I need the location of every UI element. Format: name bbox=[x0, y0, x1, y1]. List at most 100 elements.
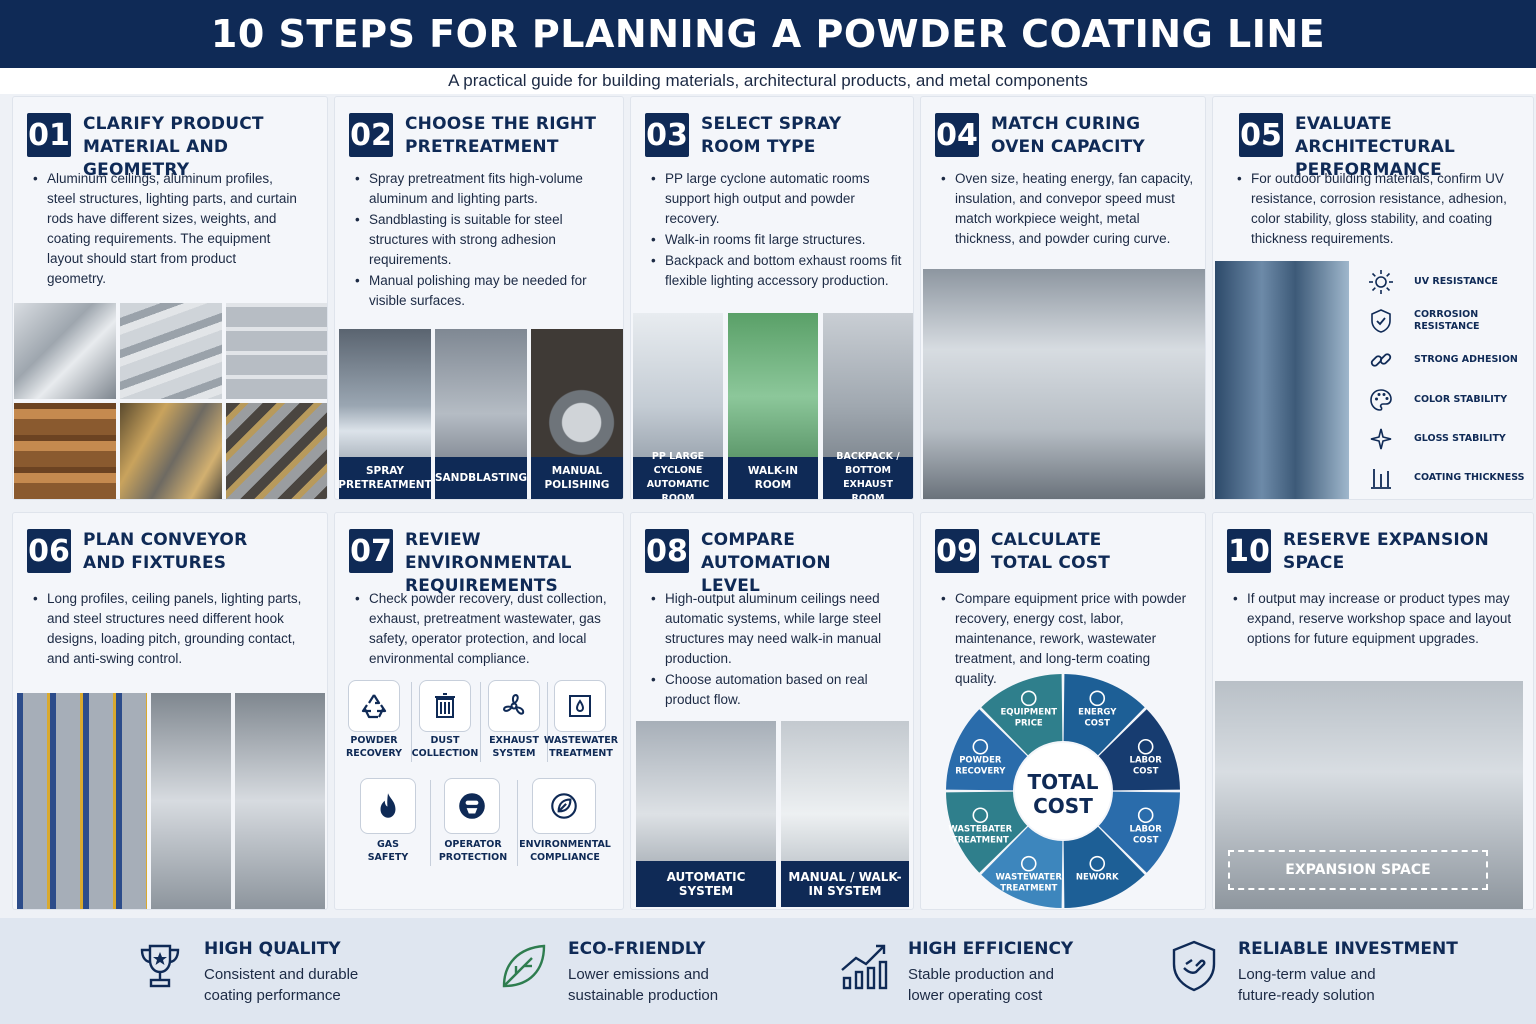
perf-label: Strong Adhesion bbox=[1414, 354, 1518, 366]
env-label: GasSafety bbox=[367, 839, 409, 863]
step-bullets: PP large cyclone automatic rooms support… bbox=[651, 169, 903, 292]
step-bullets: Spray pretreatment fits high-volume alum… bbox=[355, 169, 613, 312]
divider bbox=[517, 780, 518, 866]
subtitle-bar: A practical guide for building materials… bbox=[0, 68, 1536, 94]
step-title: Compare AutomationLevel bbox=[701, 530, 831, 596]
step-title: Choose the RightPretreatment bbox=[405, 114, 597, 157]
sun-icon bbox=[1369, 269, 1393, 294]
wheel-segment bbox=[981, 674, 1063, 756]
step-bullets: For outdoor building materials, confirm … bbox=[1237, 169, 1523, 250]
operator-mask-icon bbox=[459, 793, 485, 819]
shield-check-icon bbox=[1371, 309, 1391, 333]
photo-backpack-room: Backpack / Bottom Exhaust Room bbox=[823, 313, 913, 499]
wheel-segment bbox=[1063, 674, 1145, 756]
perf-label: Gloss Stability bbox=[1414, 432, 1506, 444]
bullet-item: If output may increase or product types … bbox=[1233, 589, 1523, 649]
performance-list: UV Resistance Corrosion Resistance Stron… bbox=[1352, 262, 1532, 498]
wheel-segment-icon bbox=[1137, 807, 1154, 824]
flame-icon bbox=[380, 793, 396, 818]
water-tank-icon bbox=[569, 695, 591, 717]
step-bullets: Compare equipment price with powder reco… bbox=[941, 589, 1195, 690]
wheel-center-label: TOTAL bbox=[1028, 770, 1099, 794]
leaf-icon bbox=[502, 944, 546, 988]
step-title: CalculateTotal Cost bbox=[991, 530, 1110, 573]
perf-label: Corrosion Resistance bbox=[1414, 308, 1480, 332]
wheel-segment-icon bbox=[1089, 855, 1106, 872]
bullet-item: Long profiles, ceiling panels, lighting … bbox=[33, 589, 317, 669]
wheel-segment-label: NEWORK bbox=[1076, 873, 1119, 883]
divider bbox=[547, 682, 548, 762]
photo-lighting-parts bbox=[120, 403, 222, 499]
bullet-item: Check powder recovery, dust collection, … bbox=[355, 589, 613, 669]
perf-item-thickness: Coating Thickness bbox=[1352, 458, 1532, 497]
step-number: 06 bbox=[27, 529, 71, 573]
divider bbox=[430, 780, 431, 866]
trophy-icon bbox=[140, 944, 180, 988]
photo-walk-in-room: Walk-in Room bbox=[728, 313, 818, 499]
wheel-center-label: COST bbox=[1033, 794, 1093, 818]
perf-label: Coating Thickness bbox=[1414, 472, 1525, 484]
photo-label: Manual Polishing bbox=[531, 457, 623, 499]
step-number: 07 bbox=[349, 529, 393, 573]
step-bullets: High-output aluminum ceilings need autom… bbox=[651, 589, 903, 711]
step-bullets: Aluminum ceilings, aluminum profiles, st… bbox=[33, 169, 297, 290]
link-icon bbox=[1370, 353, 1392, 367]
step-header: 09 CalculateTotal Cost bbox=[935, 529, 1195, 575]
photo-conveyor-line bbox=[17, 693, 147, 909]
step-number: 10 bbox=[1227, 529, 1271, 573]
step-title: Select SprayRoom Type bbox=[701, 114, 842, 157]
step-title: Plan Conveyorand Fixtures bbox=[83, 530, 248, 573]
bullet-item: Backpack and bottom exhaust rooms fit fl… bbox=[651, 251, 903, 291]
wheel-segment-icon bbox=[1089, 690, 1106, 707]
perf-label: UV Resistance bbox=[1414, 275, 1498, 287]
photo-sandblasting: Sandblasting bbox=[435, 329, 527, 499]
divider bbox=[480, 682, 481, 762]
perf-label: Color Stability bbox=[1414, 393, 1508, 405]
env-box-gas bbox=[360, 778, 416, 834]
step-title: Reserve ExpansionSpace bbox=[1283, 530, 1489, 573]
step-bullets: Check powder recovery, dust collection, … bbox=[355, 589, 613, 670]
page-header: 10 STEPS FOR PLANNING A POWDER COATING L… bbox=[0, 0, 1536, 68]
wheel-segment bbox=[981, 826, 1063, 908]
compliance-leaf-icon bbox=[551, 793, 577, 819]
feature-title: RELIABLE INVESTMENT bbox=[1238, 939, 1458, 959]
photo-curtain-rods bbox=[226, 403, 327, 499]
feature-title: HIGH EFFICIENCY bbox=[908, 939, 1074, 959]
bullet-item: Manual polishing may be needed for visib… bbox=[355, 271, 613, 311]
env-box-operator bbox=[444, 778, 500, 834]
photo-label: PP Large Cyclone Automatic Room bbox=[633, 451, 723, 499]
step-number: 01 bbox=[27, 113, 71, 157]
dust-collector-icon bbox=[435, 693, 455, 718]
bullet-item: Compare equipment price with powder reco… bbox=[941, 589, 1195, 689]
step-bullets: If output may increase or product types … bbox=[1233, 589, 1523, 650]
step-title: Review EnvironmentalRequirements bbox=[405, 530, 572, 596]
feature-desc: Lower emissions and sustainable producti… bbox=[568, 966, 719, 1004]
step-number: 08 bbox=[645, 529, 689, 573]
step-card-10: 10 Reserve ExpansionSpace If output may … bbox=[1212, 512, 1534, 910]
step-header: 06 Plan Conveyorand Fixtures bbox=[27, 529, 317, 575]
feature-desc: Stable production and lower operating co… bbox=[908, 966, 1054, 1004]
photo-spray-pretreatment: Spray Pretreatment bbox=[339, 329, 431, 499]
page-subtitle: A practical guide for building materials… bbox=[448, 71, 1088, 90]
shield-icon bbox=[1172, 940, 1216, 992]
step-card-02: 02 Choose the RightPretreatment Spray pr… bbox=[334, 96, 624, 500]
step-number: 04 bbox=[935, 113, 979, 157]
env-label: ExhaustSystem bbox=[489, 735, 539, 759]
perf-item-color: Color Stability bbox=[1352, 380, 1532, 419]
feature-title: HIGH QUALITY bbox=[204, 939, 341, 959]
env-label: WastewaterTreatment bbox=[543, 735, 619, 759]
env-box-exhaust bbox=[488, 680, 540, 732]
palette-icon bbox=[1370, 388, 1392, 411]
env-box-compliance bbox=[532, 778, 596, 834]
photo-label: Manual / Walk-in System bbox=[781, 861, 909, 907]
wheel-segment-icon bbox=[1137, 738, 1154, 755]
step-header: 03 Select SprayRoom Type bbox=[645, 113, 903, 159]
bullet-item: Choose automation based on real product … bbox=[651, 670, 903, 710]
photo-manual-system: Manual / Walk-in System bbox=[781, 721, 909, 907]
photo-steel-tubes bbox=[14, 403, 116, 499]
feature-high-quality: HIGH QUALITY Consistent and durable coat… bbox=[132, 938, 374, 1006]
